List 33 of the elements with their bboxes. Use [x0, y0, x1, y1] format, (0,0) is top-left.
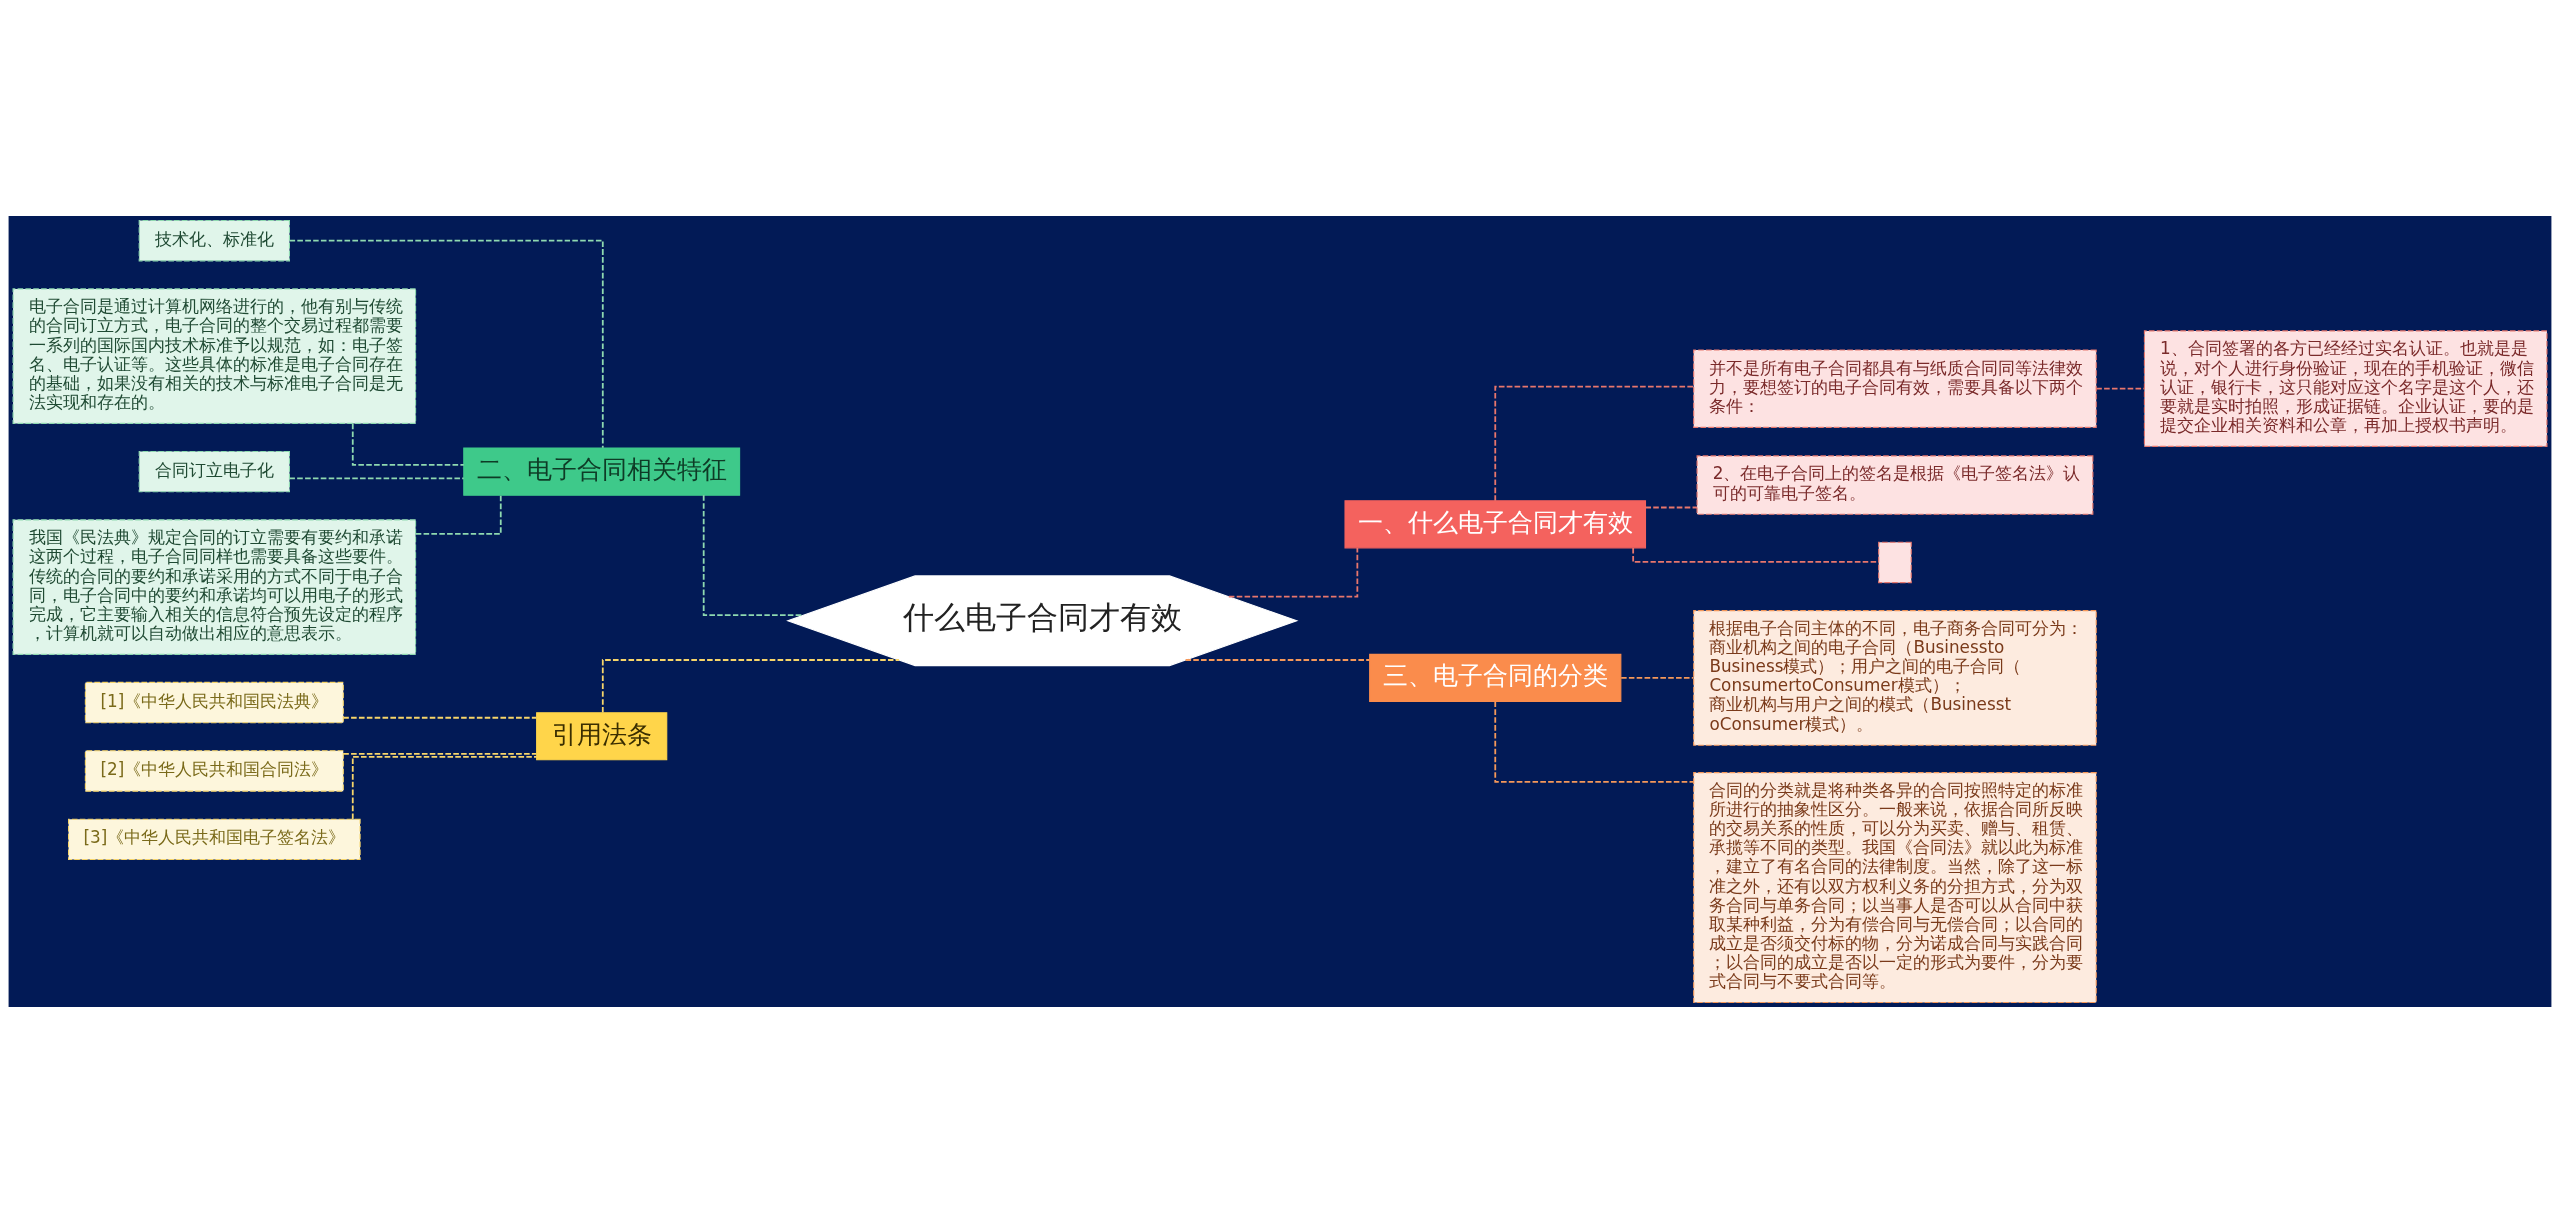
- connector: [414, 494, 502, 535]
- connector: [1227, 547, 1359, 598]
- node-box: [1878, 541, 1912, 584]
- connector: [351, 755, 538, 820]
- connector: [342, 716, 538, 719]
- node-box: 1、合同签署的各方已经经过实名认证。也就是是说，对个人进行身份验证，现在的手机验证，微信认证，银行卡，这只能对应这个名字是这个人，还要就是实时拍照，形成证据链。企业认证，要的是提交企业相关资料和公章，再加上授权书声明。: [2143, 330, 2548, 447]
- connector: [1494, 700, 1695, 783]
- connector: [288, 477, 465, 480]
- node-box: 并不是所有电子合同都具有与纸质合同同等法律效力，要想签订的电子合同有效，需要具备以下两个条件：: [1693, 349, 2097, 428]
- node-box: 引用法条: [536, 712, 668, 761]
- connector: [342, 752, 538, 755]
- node-box: 根据电子合同主体的不同，电子商务合同可分为：商业机构之间的电子合同（BusinesstoBusiness模式）；用户之间的电子合同（ConsumertoConsumer模式）；商业机构与用户之间的模式（BusinesstoConsumer模式）。: [1693, 610, 2097, 746]
- connector: [288, 239, 604, 449]
- node-box: 三、电子合同的分类: [1369, 653, 1622, 703]
- node-box: 合同订立电子化: [138, 450, 290, 493]
- connector: [1620, 677, 1695, 679]
- node-box: 合同的分类就是将种类各异的合同按照特定的标准所进行的抽象性区分。一般来说，依据合同所反映的交易关系的性质，可以分为买卖、赠与、租赁、承揽等不同的类型。我国《合同法》就以此为标准，建立了有名合同的法律制度。当然，除了这一标准之外，还有以双方权利义务的分担方式，分为双务合同与单务合同；以当事人是否可以从合同中获取某种利益，分为有偿合同与无偿合同；以合同的成立是否须交付标的物，分为诺成合同与实践合同；以合同的成立是否以一定的形式为要件，分为要式合同与不要式合同等。: [1693, 772, 2097, 1004]
- connector: [1632, 547, 1880, 563]
- node-box: [1]《中华人民共和国民法典》: [84, 681, 344, 724]
- node-box: 技术化、标准化: [138, 219, 290, 262]
- connector: [351, 422, 465, 466]
- connector: [601, 659, 900, 714]
- node-box: 二、电子合同相关特征: [463, 447, 741, 496]
- node-box: 一、什么电子合同才有效: [1344, 500, 1647, 549]
- connector: [1644, 506, 1698, 509]
- connector: [2095, 387, 2146, 390]
- connector: [1184, 659, 1371, 661]
- node-box: 电子合同是通过计算机网络进行的，他有别与传统的合同订立方式，电子合同的整个交易过程都需要一系列的国际国内技术标准予以规范，如：电子签名、电子认证等。这些具体的标准是电子合同存在的基础，如果没有相关的技术与标准电子合同是无法实现和存在的。: [12, 288, 417, 424]
- node-box: 我国《民法典》规定合同的订立需要有要约和承诺这两个过程，电子合同同样也需要具备这些要件。传统的合同的要约和承诺采用的方式不同于电子合同，电子合同中的要约和承诺均可以用电子的形式完成，它主要输入相关的信息符合预先设定的程序，计算机就可以自动做出相应的意思表示。: [12, 519, 417, 655]
- node-box: [2]《中华人民共和国合同法》: [84, 750, 344, 792]
- connector: [1494, 385, 1695, 502]
- node-box: [3]《中华人民共和国电子签名法》: [68, 818, 361, 861]
- node-box: 2、在电子合同上的签名是根据《电子签名法》认可的可靠电子签名。: [1696, 455, 2094, 515]
